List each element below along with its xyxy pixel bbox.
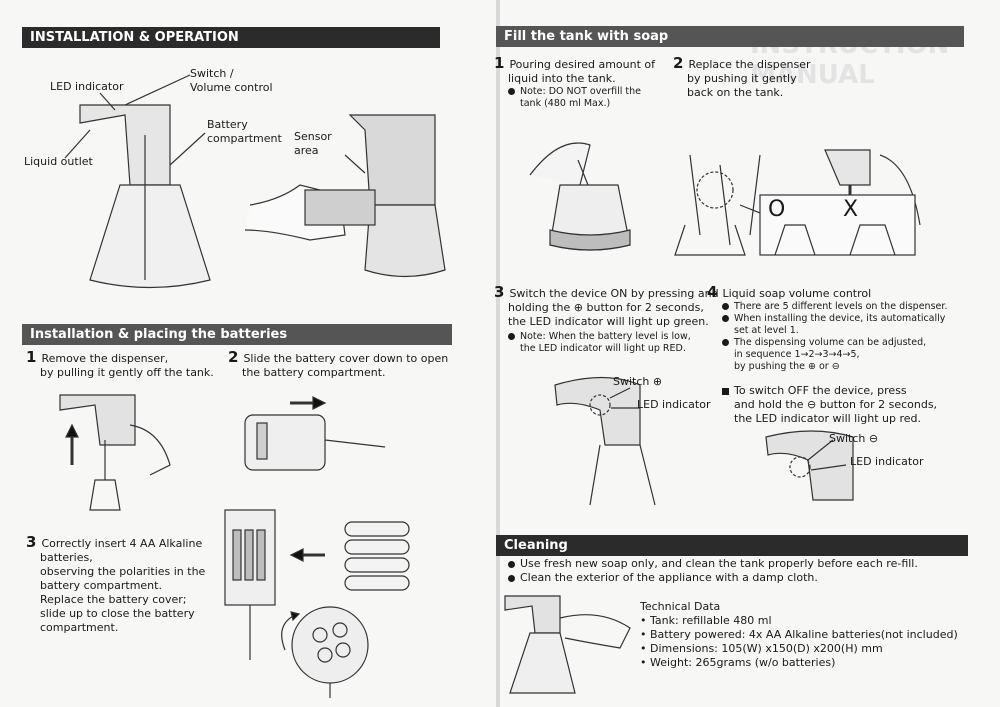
tech-dimensions: • Dimensions: 105(W) x150(D) x200(H) mm <box>640 642 883 655</box>
cleaning-line2: Clean the exterior of the appliance with… <box>520 571 818 584</box>
note-bullet-icon <box>508 88 515 95</box>
square-bullet-icon <box>722 387 729 395</box>
step1-number: 1 <box>26 348 37 366</box>
volume-title: Liquid soap volume control <box>722 287 872 300</box>
switch-on-line2: holding the ⊕ button for 2 seconds, <box>508 301 704 314</box>
insert-batteries-illustration <box>224 509 410 698</box>
bullet-icon <box>722 303 729 310</box>
fill-step2-number: 2 <box>673 54 684 72</box>
bullet-icon <box>722 315 729 322</box>
step2-number: 2 <box>228 348 239 366</box>
volume-b2a: When installing the device, its automati… <box>734 313 946 324</box>
fill-step1-note: Note: DO NOT overfill the tank (480 ml M… <box>508 86 641 110</box>
volume-number: 4 <box>707 283 718 301</box>
switch-label: Switch / <box>190 67 234 80</box>
switch-on-step: 3 Switch the device ON by pressing and ho… <box>494 285 719 329</box>
dispenser-overview-illustration <box>64 74 446 289</box>
battery-label: Battery <box>207 118 248 131</box>
incorrect-mark: X <box>843 197 859 222</box>
fill-step1-line1: Pouring desired amount of <box>509 58 656 71</box>
step1-line2: by pulling it gently off the tank. <box>40 366 214 379</box>
tech-weight: • Weight: 265grams (w/o batteries) <box>640 656 836 669</box>
volume-control-label: Volume control <box>190 81 273 94</box>
step3-number: 3 <box>26 533 37 551</box>
switch-on-line1: Switch the device ON by pressing and <box>509 287 719 300</box>
switch-off-instructions: To switch OFF the device, press and hold… <box>722 384 937 426</box>
fill-step1-note1: Note: DO NOT overfill the <box>520 86 641 97</box>
step1-remove: 1 Remove the dispenser, by pulling it gen… <box>26 350 214 380</box>
switch-off-line1: To switch OFF the device, press <box>734 384 907 397</box>
switch-on-illustration <box>554 376 656 506</box>
fill-step1-line2: liquid into the tank. <box>508 72 616 85</box>
switch-on-note2: the LED indicator will light up RED. <box>520 343 686 354</box>
step1-line1: Remove the dispenser, <box>41 352 169 365</box>
volume-b2b: set at level 1. <box>734 325 799 336</box>
tech-tank: • Tank: refillable 480 ml <box>640 614 772 627</box>
step2-line1: Slide the battery cover down to open <box>243 352 449 365</box>
fill-step1: 1 Pouring desired amount of liquid into t… <box>494 56 655 86</box>
sensor-area-label: area <box>294 144 319 157</box>
volume-b3b: in sequence 1→2→3→4→5, <box>734 349 860 360</box>
right-page: INSTRUCTIONMANUAL Fill the tank with soa… <box>494 0 1000 707</box>
remove-dispenser-illustration <box>59 394 171 511</box>
cleaning-banner: Cleaning <box>496 535 968 556</box>
technical-data-title: Technical Data <box>640 600 721 613</box>
volume-step: 4 Liquid soap volume control <box>707 285 871 301</box>
switch-on-line3: the LED indicator will light up green. <box>508 315 709 328</box>
step3-insert: 3 Correctly insert 4 AA Alkaline batterie… <box>26 535 205 635</box>
technical-data: Technical Data • Tank: refillable 480 ml… <box>640 600 958 670</box>
fill-step2-line1: Replace the dispenser <box>688 58 811 71</box>
switch-on-note1: Note: When the battery level is low, <box>520 331 691 342</box>
volume-b3a: The dispensing volume can be adjusted, <box>734 337 927 348</box>
fill-step2-line3: back on the tank. <box>687 86 784 99</box>
battery-compartment-label: compartment <box>207 132 282 145</box>
fill-step2-line2: by pushing it gently <box>687 72 797 85</box>
correct-mark: O <box>768 197 786 222</box>
fill-step1-note2: tank (480 ml Max.) <box>520 98 611 109</box>
switch-on-note: Note: When the battery level is low, the… <box>508 331 691 355</box>
sensor-label: Sensor <box>294 130 332 143</box>
note-bullet-icon <box>508 333 515 340</box>
step3-line3: battery compartment. <box>40 579 162 592</box>
step2-line2: the battery compartment. <box>242 366 386 379</box>
step3-line1: batteries, <box>40 551 93 564</box>
fill-tank-illustration <box>529 142 921 256</box>
volume-b3c: by pushing the ⊕ or ⊖ <box>734 361 840 372</box>
step3-line2: observing the polarities in the <box>40 565 206 578</box>
fill-tank-banner: Fill the tank with soap <box>496 26 964 47</box>
fill-step2: 2 Replace the dispenser by pushing it gen… <box>673 56 811 100</box>
led-indicator-label-fig4: LED indicator <box>850 455 924 468</box>
led-indicator-label: LED indicator <box>50 80 124 93</box>
installation-operation-banner: INSTALLATION & OPERATION <box>22 27 440 48</box>
step3-line6: compartment. <box>40 621 119 634</box>
bullet-icon <box>722 339 729 346</box>
battery-cover-illustration <box>244 396 386 471</box>
cleaning-line1: Use fresh new soap only, and clean the t… <box>520 557 918 570</box>
step3-line5: slide up to close the battery <box>40 607 195 620</box>
bullet-icon <box>508 574 515 582</box>
switch-off-illustration <box>765 430 854 501</box>
step3-line0: Correctly insert 4 AA Alkaline <box>41 537 203 550</box>
fill-step1-number: 1 <box>494 54 505 72</box>
volume-b1: There are 5 different levels on the disp… <box>734 301 948 312</box>
step2-slide: 2 Slide the battery cover down to open th… <box>228 350 448 380</box>
switch-off-line3: the LED indicator will light up red. <box>734 412 922 425</box>
switch-minus-label: Switch ⊖ <box>829 432 879 445</box>
left-page: INSTALLATION & OPERATION LED indicator S… <box>0 0 496 707</box>
bullet-icon <box>508 560 515 568</box>
installation-batteries-banner: Installation & placing the batteries <box>22 324 452 345</box>
switch-plus-label: Switch ⊕ <box>613 375 663 388</box>
volume-bullets: There are 5 different levels on the disp… <box>722 301 947 373</box>
tech-battery: • Battery powered: 4x AA Alkaline batter… <box>640 628 958 641</box>
cleaning-illustration <box>504 595 631 694</box>
liquid-outlet-label: Liquid outlet <box>24 155 93 168</box>
led-indicator-label-fig3: LED indicator <box>637 398 711 411</box>
cleaning-instructions: Use fresh new soap only, and clean the t… <box>508 557 918 585</box>
switch-off-line2: and hold the ⊖ button for 2 seconds, <box>734 398 938 411</box>
step3-line4: Replace the battery cover; <box>40 593 187 606</box>
switch-on-number: 3 <box>494 283 505 301</box>
